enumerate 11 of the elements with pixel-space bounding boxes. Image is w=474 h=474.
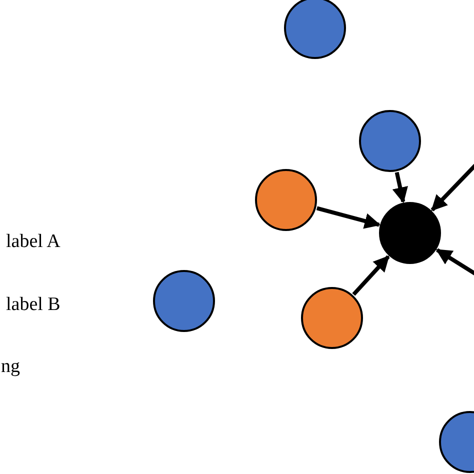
circle-node	[379, 202, 441, 264]
circle-node	[153, 270, 215, 332]
arrow	[392, 172, 408, 204]
circle-node	[359, 110, 421, 172]
arrow	[352, 255, 390, 296]
text-label: ng	[1, 356, 20, 378]
text-label: label B	[6, 294, 60, 316]
text-label: label A	[6, 231, 60, 253]
circle-node	[255, 169, 317, 231]
circle-node	[301, 287, 363, 349]
arrow	[316, 206, 381, 229]
